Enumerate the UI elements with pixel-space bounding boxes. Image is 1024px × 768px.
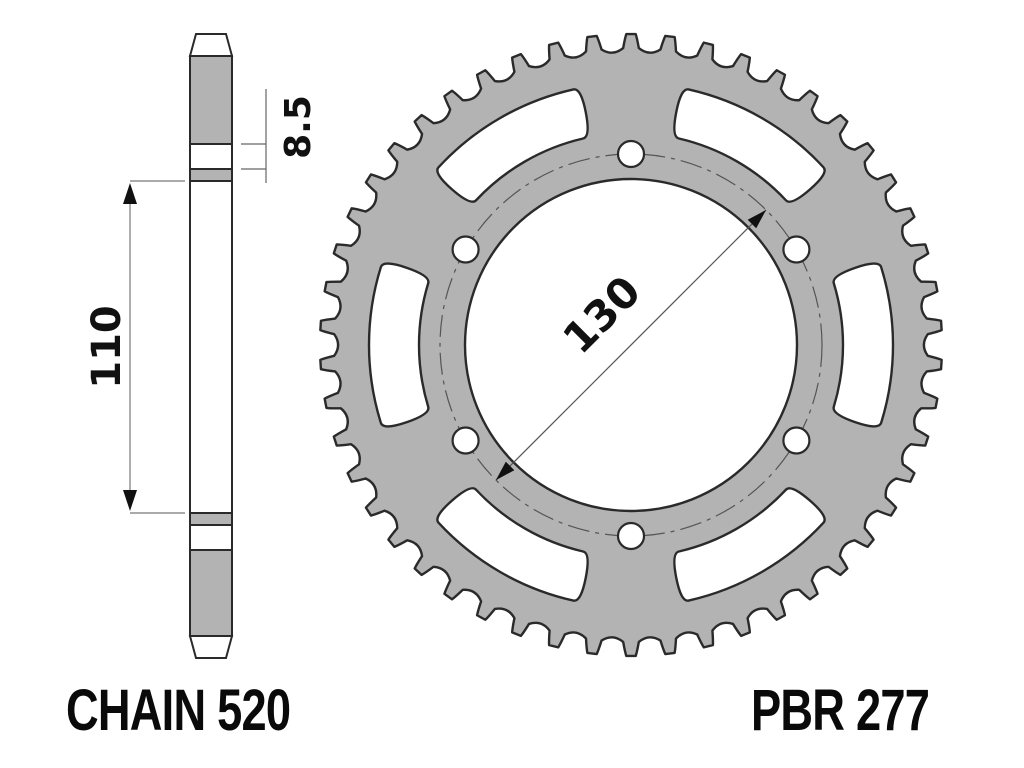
center-dimension-label: 130 bbox=[553, 266, 650, 363]
top-cap bbox=[188, 33, 234, 57]
side-view: 8.5 110 bbox=[84, 33, 319, 659]
arrow-icon bbox=[747, 209, 767, 229]
arrow-icon bbox=[495, 461, 515, 481]
chain-size-label: CHAIN 520 bbox=[66, 678, 291, 743]
upper-tooth-section bbox=[189, 55, 233, 145]
center-dimension: 130 bbox=[495, 209, 767, 481]
hub-dimension-label: 110 bbox=[84, 305, 130, 389]
lower-tooth-section bbox=[189, 549, 233, 637]
bolt-hole bbox=[616, 139, 646, 169]
thickness-dimension-label: 8.5 bbox=[278, 95, 319, 159]
thickness-dimension: 8.5 bbox=[241, 89, 319, 183]
hub-dimension: 110 bbox=[84, 180, 185, 514]
bolt-hole bbox=[451, 235, 480, 264]
lower-gap bbox=[189, 524, 233, 551]
sprocket-front-view: 130 bbox=[319, 32, 943, 658]
upper-gap bbox=[189, 143, 233, 170]
bolt-hole bbox=[451, 426, 480, 455]
arrow-down-icon bbox=[123, 490, 137, 511]
bolt-hole bbox=[616, 521, 646, 551]
bolt-hole bbox=[782, 235, 811, 264]
bolt-hole bbox=[782, 426, 811, 455]
upper-band bbox=[189, 168, 233, 182]
bolt-circle-centerline bbox=[439, 153, 823, 537]
lower-band bbox=[189, 512, 233, 526]
hub-section bbox=[189, 180, 233, 514]
bottom-cap bbox=[188, 635, 234, 659]
part-number-label: PBR 277 bbox=[751, 678, 930, 743]
arrow-up-icon bbox=[123, 183, 137, 204]
bolt-holes bbox=[451, 139, 811, 551]
